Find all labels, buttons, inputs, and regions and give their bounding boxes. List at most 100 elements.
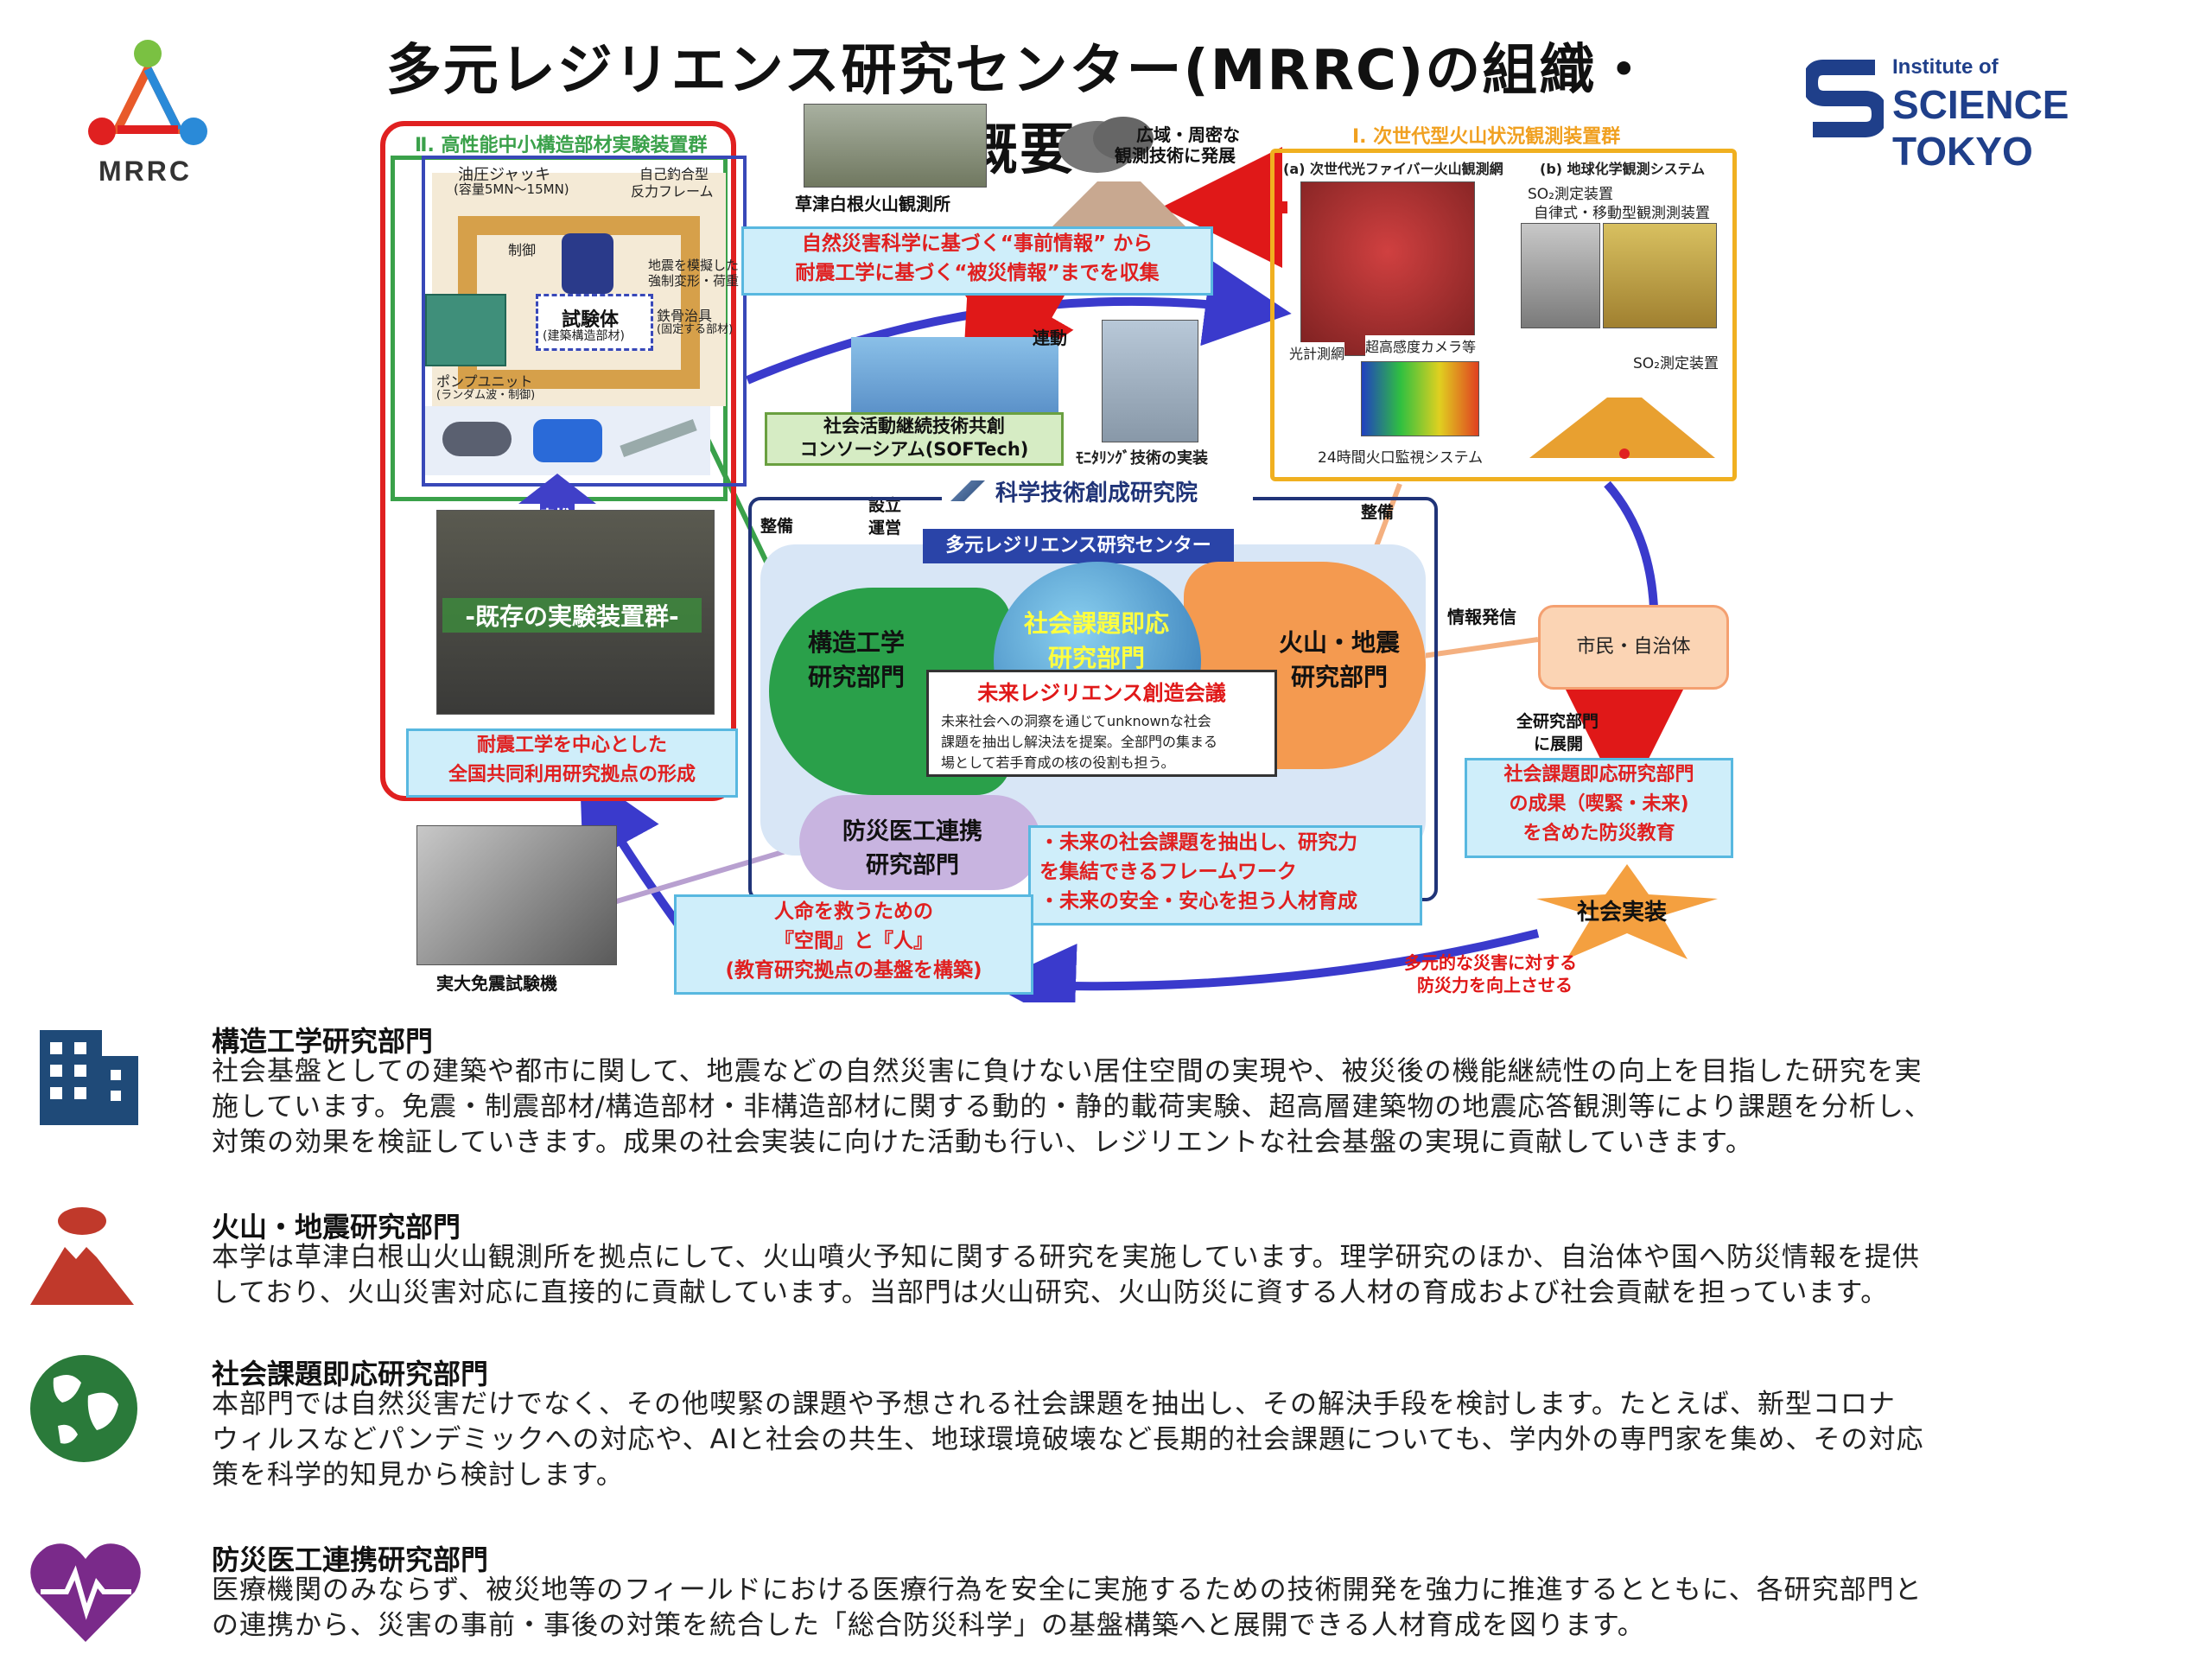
city-illustration	[851, 337, 1058, 415]
hub-box: 耐震工学を中心とした 全国共同利用研究拠点の形成	[406, 728, 738, 798]
label-wide2: 観測技術に発展	[1115, 145, 1236, 166]
label-zenbumon1: 全研究部門	[1516, 712, 1599, 731]
label-control: 制御	[508, 242, 537, 258]
jinmei-line3: (教育研究拠点の基盤を構築)	[725, 959, 982, 982]
dept-shakai-label: 社会課題即応 研究部門	[1024, 605, 1169, 674]
label-steel1: 鉄骨治具	[657, 308, 713, 324]
dept-bosaiiko-label: 防災医工連携 研究部門	[842, 812, 982, 880]
label-specimen: 試験体	[562, 309, 620, 331]
volcano-illustration-icon	[1046, 117, 1192, 233]
section-kozo: 構造工学研究部門 社会基盤としての建築や都市に関して、地震などの自然災害に負けな…	[26, 1020, 2186, 1167]
mrrc-logo-icon	[88, 40, 207, 145]
label-kusatsu: 草津白根火山観測所	[795, 194, 950, 214]
label-fiber: (a) 次世代光ファイバー火山観測網	[1283, 161, 1503, 177]
jinmei-line1: 人命を救うための	[774, 900, 933, 923]
section1-title: Ⅰ. 次世代型火山状況観測装置群	[1352, 126, 1621, 148]
label-wide1: 広域・周密な	[1136, 124, 1240, 145]
section2-title: Ⅱ. 高性能中小構造部材実験装置群	[415, 135, 708, 156]
mirai-line2: 課題を抽出し解決法を提案。全部門の集まる	[941, 734, 1218, 750]
science-tokyo-logo: Institute of SCIENCE TOKYO	[1806, 52, 2203, 174]
institute-header: 科学技術創成研究院	[942, 474, 1253, 508]
collect-line2: 耐震工学に基づく“被災情報”までを収集	[795, 262, 1160, 284]
logo-line2: SCIENCE TOKYO	[1892, 82, 2069, 174]
section-shakai-body: 本部門では自然災害だけでなく、その他喫緊の課題や予想される社会課題を抽出し、その…	[212, 1387, 1924, 1493]
heart-pulse-icon	[30, 1543, 141, 1642]
label-shakai-jisso: 社会実装	[1577, 900, 1668, 926]
label-kagaku: 科学技術創成研究院	[995, 480, 1198, 506]
collect-line1: 自然災害科学に基づく“事前情報” から	[801, 232, 1154, 255]
bosaiiko-line1: 防災医工連携	[842, 818, 982, 845]
bosai-edu-line1: 社会課題即応研究部門	[1503, 764, 1694, 786]
section-shakai-heading: 社会課題即応研究部門	[212, 1358, 489, 1390]
so2-device-photo	[1521, 223, 1600, 328]
volcano-gas-diagram-icon	[1529, 398, 1715, 459]
bosai-edu-line3: を含めた防災教育	[1522, 823, 1675, 844]
mirai-title: 未来レジリエンス創造会議	[977, 681, 1226, 705]
label-sim1: 地震を模擬した	[648, 258, 740, 273]
label-tagen2: 防災力を向上させる	[1417, 975, 1573, 996]
dept-bosaiiko-blob	[799, 795, 1041, 890]
label-rendo: 連動	[1033, 328, 1067, 348]
label-hikari: 光計測網	[1289, 342, 1345, 363]
test-rig-illustration	[432, 173, 726, 406]
label-setsuritsu2: 運営	[868, 518, 902, 538]
section-kazan-heading: 火山・地震研究部門	[212, 1211, 461, 1244]
label-pump-sub: (ランダム波・制御)	[436, 389, 536, 402]
section-kazan-body: 本学は草津白根山火山観測所を拠点にして、火山噴火予知に関する研究を実施しています…	[212, 1240, 1920, 1311]
section-bosaiiko-body: 医療機関のみならず、被災地等のフィールドにおける医療行為を安全に実施するための技…	[212, 1573, 1923, 1644]
label-jack-cap: (容量5MN～15MN)	[454, 181, 569, 197]
auto-device-photo	[1603, 223, 1717, 328]
shimin-box: 市民・自治体	[1538, 605, 1729, 690]
tower-photo	[1102, 320, 1198, 442]
label-setsuritsu1: 設立	[868, 496, 902, 515]
page-title: 多元レジリエンス研究センター(MRRC)の組織・概要	[385, 39, 1654, 182]
softech-line1: 社会活動継続技術共創	[823, 416, 1005, 436]
kazan-line2: 研究部門	[1291, 663, 1389, 691]
logo-line1: Institute of	[1892, 55, 1999, 79]
jinmei-line2: 『空間』と『人』	[774, 930, 933, 952]
label-existing: -既存の実験装置群-	[442, 598, 702, 633]
section-shakai-line: ウィルスなどパンデミックへの対応や、AIと社会の共生、地球環境破壊など長期的社会…	[212, 1424, 1924, 1455]
collect-box: 自然災害科学に基づく“事前情報” から 耐震工学に基づく“被災情報”までを収集	[741, 226, 1213, 296]
pump-unit	[425, 294, 506, 366]
section-kozo-line: 社会基盤としての建築や都市に関して、地震などの自然災害に負けない居住空間の実現や…	[212, 1056, 1923, 1087]
shakai-jisso-star-icon	[1536, 864, 1718, 959]
label-seibi-right: 整備	[1361, 503, 1395, 522]
globe-icon	[30, 1355, 137, 1462]
science-tokyo-logo-icon	[1806, 60, 1884, 137]
label-tagen1: 多元的な災害に対する	[1404, 952, 1577, 973]
framework-line3: ・未来の安全・安心を担う人材育成	[1039, 890, 1357, 913]
label-so2b: SO₂測定装置	[1633, 355, 1719, 372]
framework-box: ・未来の社会課題を抽出し、研究力 を集結できるフレームワーク ・未来の安全・安心…	[1028, 825, 1422, 926]
institute-logo-icon	[950, 480, 985, 501]
label-monitoring-tech: ﾓﾆﾀﾘﾝｸﾞ技術の実装	[1076, 449, 1208, 468]
kozo-line2: 研究部門	[808, 663, 906, 691]
label-so2a: SO₂測定装置	[1528, 186, 1613, 203]
label-camera: 超高感度カメラ等	[1365, 335, 1477, 356]
framework-line1: ・未来の社会課題を抽出し、研究力	[1039, 831, 1357, 854]
label-jitsudai: 実大免震試験機	[436, 973, 557, 994]
mirai-line1: 未来社会への洞察を通じてunknownな社会	[941, 713, 1211, 729]
section-shakai-line: 策を科学的知見から検討します。	[212, 1460, 624, 1491]
bosai-edu-box: 社会課題即応研究部門 の成果（喫緊・未来) を含めた防災教育	[1465, 758, 1733, 858]
label-seibi-left: 整備	[760, 517, 794, 536]
section-kazan: 火山・地震研究部門 本学は草津白根山火山観測所を拠点にして、火山噴火予知に関する…	[26, 1206, 2186, 1318]
center-title: 多元レジリエンス研究センター	[923, 529, 1234, 563]
facility-frame	[380, 121, 736, 801]
label-sim2: 強制変形・荷重	[648, 273, 740, 289]
kazan-line1: 火山・地震	[1279, 628, 1401, 657]
building-icon	[40, 1030, 138, 1125]
jinmei-box: 人命を救うための 『空間』と『人』 (教育研究拠点の基盤を構築)	[674, 894, 1033, 995]
softech-line2: コンソーシアム(SOFTech)	[799, 439, 1029, 460]
org-diagram: Ⅱ. 高性能中小構造部材実験装置群 油圧ジャッキ (容量5MN～15MN) 自己…	[380, 104, 1737, 1002]
shimin-label: 市民・自治体	[1576, 636, 1691, 658]
jitsudai-photo	[416, 825, 617, 965]
label-jack: 油圧ジャッキ	[458, 166, 551, 184]
dept-kazan-label: 火山・地震 研究部門	[1279, 624, 1400, 693]
label-chem: (b) 地球化学観測システム	[1540, 161, 1706, 177]
section-kazan-line: 本学は草津白根山火山観測所を拠点にして、火山噴火予知に関する研究を実施しています…	[212, 1242, 1920, 1273]
section-bosaiiko-heading: 防災医工連携研究部門	[212, 1543, 489, 1576]
label-joho: 情報発信	[1447, 607, 1516, 627]
label-pump: ポンプユニット	[436, 373, 533, 390]
section-kozo-body: 社会基盤としての建築や都市に関して、地震などの自然災害に負けない居住空間の実現や…	[212, 1054, 1932, 1161]
